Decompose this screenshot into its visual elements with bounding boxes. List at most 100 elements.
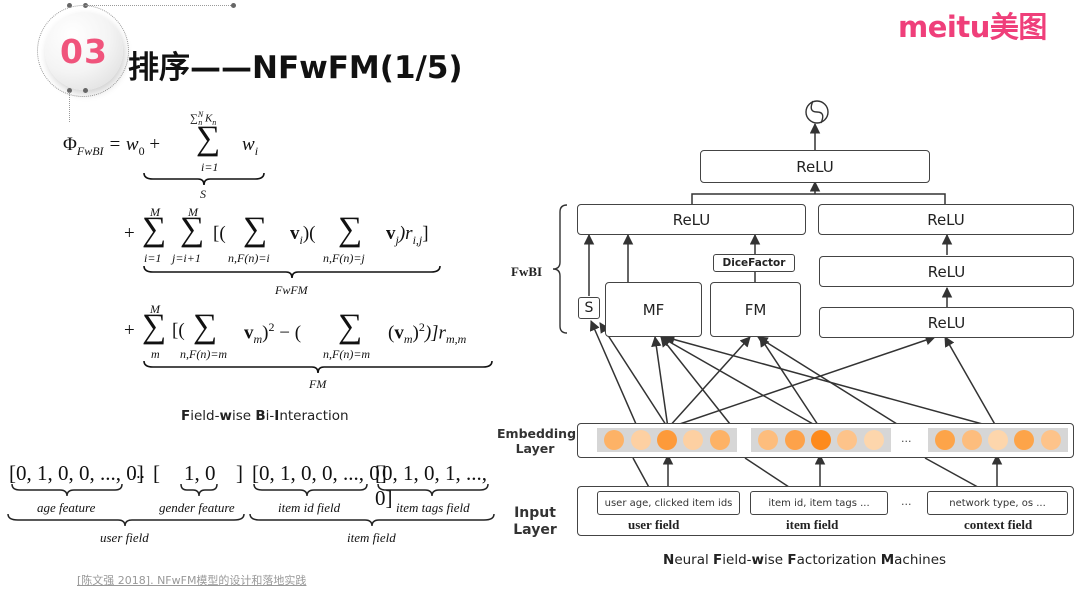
embedding-unit — [709, 430, 730, 450]
sigma: ∑ — [196, 120, 221, 157]
label-age: age feature — [37, 500, 96, 515]
upper-M: M — [150, 205, 160, 219]
embedding-unit — [656, 430, 677, 450]
lower-j: j=i+1 — [172, 251, 201, 265]
formula-caption: Field-wise Bi-Interaction — [181, 408, 349, 424]
decor-line — [69, 92, 70, 122]
sum-upper-limit: ∑Nn Kn — [190, 110, 217, 127]
underbrace-s — [143, 172, 265, 186]
user-field-label: user field — [628, 517, 680, 532]
item-field-box: item id, item tags ... — [750, 491, 888, 515]
embedding-unit — [863, 430, 884, 450]
sigma: ∑ — [338, 211, 363, 248]
v-i: vi)( — [290, 223, 316, 247]
lower-nfj: n,F(n)=j — [323, 251, 365, 265]
fm-box: FM — [710, 282, 801, 337]
gender-open: [ — [153, 461, 160, 485]
plus: + — [124, 223, 135, 244]
gender-close: ] — [236, 461, 243, 485]
diagram-caption: Neural Field-wise Factorization Machines — [663, 552, 947, 568]
decor-dot — [83, 88, 88, 93]
v-m-sq: (vm)2)]rm,m — [388, 320, 467, 347]
v-m: vm)2 − ( — [244, 320, 302, 347]
user-field-box: user age, clicked item ids — [597, 491, 740, 515]
fwbi-relu-layer: ReLU — [577, 204, 806, 235]
context-field-label: context field — [964, 517, 1033, 532]
v-j: vj)ri,j] — [386, 223, 429, 247]
formula-lhs: ΦFwBI = w0 + — [63, 134, 161, 158]
top-relu-layer: ReLU — [700, 150, 930, 183]
dots: ... — [132, 463, 145, 482]
age-vector: [0, 1, 0, 0, ..., 0] — [9, 461, 144, 485]
lower-i1: i=1 — [144, 251, 162, 265]
reference-link[interactable]: [陈文强 2018]. NFwFM模型的设计和落地实践 — [77, 574, 307, 587]
section-badge-ring — [37, 5, 129, 97]
decor-dot — [231, 3, 236, 8]
embedding-unit — [604, 430, 625, 450]
decor-line — [86, 5, 233, 6]
embedding-unit — [630, 430, 651, 450]
plus: + — [124, 320, 135, 341]
embedding-unit — [810, 430, 831, 450]
sigma: ∑ — [142, 308, 167, 345]
item-tags-vector: [0, 1, 0, 1, ..., 0] — [375, 461, 487, 510]
sigma: ∑ — [243, 211, 268, 248]
sigma: ∑ — [338, 308, 363, 345]
section-badge: 03 — [45, 12, 123, 90]
mf-box: MF — [605, 282, 702, 337]
sigma: ∑ — [180, 211, 205, 248]
w-i: wi — [242, 134, 259, 158]
formula: ΦFwBI = w0 + ∑Nn Kn ∑ i=1 wi S + M M ∑ ∑… — [0, 0, 500, 424]
lower-nfi: n,F(n)=i — [228, 251, 270, 265]
embedding-group-item — [751, 428, 891, 452]
label-item-tags: item tags field — [396, 500, 470, 515]
feature-braces — [7, 483, 495, 527]
page-title: 排序——NFwFM(1/5) — [128, 50, 463, 86]
gender-vector: 1, 0 — [184, 461, 216, 485]
embedding-unit — [784, 430, 805, 450]
open3: [( — [172, 320, 185, 341]
underbrace-fwfm — [143, 265, 441, 279]
dice-factor-box: DiceFactor — [713, 254, 795, 272]
embedding-unit — [987, 430, 1008, 450]
brand-logo: meitu美图 — [898, 10, 1047, 44]
bracket-open: [( — [213, 223, 226, 244]
feature-vector: [0, 1, 0, 0, ..., 0] ... [ 1, 0 ] [0, 1,… — [0, 455, 500, 555]
upper-M: M — [188, 205, 198, 219]
item-id-vector: [0, 1, 0, 0, ..., 0] — [252, 461, 387, 485]
sigma: ∑ — [142, 211, 167, 248]
embedding-unit — [683, 430, 704, 450]
underbrace-fm — [143, 360, 493, 374]
context-field-box: network type, os ... — [927, 491, 1068, 515]
decor-dot — [67, 3, 72, 8]
brace-label-s: S — [200, 187, 206, 201]
brace-label-fwfm: FwFM — [275, 283, 308, 297]
embedding-unit — [961, 430, 982, 450]
s-box: S — [578, 297, 600, 319]
lower-m: m — [151, 347, 160, 361]
label-gender: gender feature — [159, 500, 235, 515]
brace-label-fm: FM — [309, 377, 327, 391]
fwbi-label: FwBI — [511, 264, 543, 279]
embedding-unit — [935, 430, 956, 450]
embedding-unit — [1014, 430, 1035, 450]
deep-relu-layer-3: ReLU — [818, 204, 1074, 235]
input-ellipsis: ... — [901, 495, 912, 508]
embedding-unit — [837, 430, 858, 450]
embedding-group-user — [597, 428, 737, 452]
section-number: 03 — [60, 31, 108, 71]
lower-nfm: n,F(n)=m — [323, 347, 371, 361]
label-item-field: item field — [347, 530, 396, 545]
decor-dot — [67, 88, 72, 93]
sigma: ∑ — [193, 308, 218, 345]
embedding-unit — [1040, 430, 1061, 450]
upper-M: M — [150, 302, 160, 316]
embedding-ellipsis: ... — [901, 432, 912, 445]
deep-relu-layer-2: ReLU — [819, 256, 1074, 287]
item-field-label: item field — [786, 517, 839, 532]
label-item-id: item id field — [278, 500, 341, 515]
sum-lower-limit: i=1 — [201, 160, 219, 174]
